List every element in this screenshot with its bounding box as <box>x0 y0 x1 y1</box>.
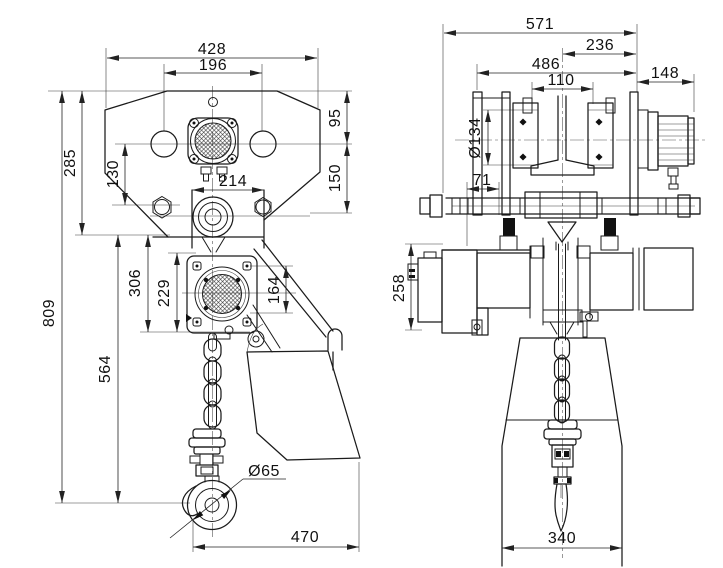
dim-71: 71 <box>473 172 492 189</box>
front-dimensions: 428 196 285 809 564 130 95 150 214 306 2… <box>41 41 359 550</box>
container-shackle <box>327 328 343 371</box>
fan-grille-top <box>194 122 232 160</box>
suspension-ring <box>192 196 234 238</box>
front-chain-container <box>246 239 361 461</box>
dim-214: 214 <box>219 173 247 190</box>
dim-428: 428 <box>198 41 226 58</box>
trolley-wheel-side-right <box>587 102 614 169</box>
eye-bolt <box>208 97 218 107</box>
rubber-buffer-right <box>604 218 616 236</box>
side-plate-right <box>629 91 639 216</box>
hex-bolt-right <box>254 196 272 218</box>
side-centerlines <box>405 24 705 558</box>
dim-95: 95 <box>327 109 344 128</box>
hex-bolt-left <box>152 195 172 219</box>
trolley-wheel-left <box>150 130 178 158</box>
dim-150: 150 <box>327 164 344 192</box>
cable-glands <box>200 166 228 182</box>
dim-196: 196 <box>199 57 227 74</box>
container-arm <box>253 239 334 338</box>
brake-box <box>417 257 443 323</box>
dim-65: Ø65 <box>248 463 280 480</box>
chain-guide-pulley <box>247 330 265 348</box>
crossbar-ticks <box>451 197 667 215</box>
dim-470: 470 <box>291 529 319 546</box>
dim-809: 809 <box>41 299 58 327</box>
dim-564: 564 <box>97 355 114 383</box>
dim-486: 486 <box>532 56 560 73</box>
dim-130: 130 <box>105 160 122 188</box>
chain-guide-tube <box>558 243 566 341</box>
dim-571: 571 <box>526 16 554 33</box>
i-beam-rail <box>530 95 595 176</box>
crossbar-nut-left <box>419 197 431 215</box>
suspension-lug <box>547 221 577 243</box>
side-view: 571 236 486 110 148 Ø134 71 258 340 <box>391 16 705 567</box>
dim-110: 110 <box>547 72 574 89</box>
side-hook-assembly <box>543 419 582 532</box>
fan-grille-body <box>202 274 242 314</box>
front-hoist-body <box>186 255 281 353</box>
dim-285: 285 <box>62 149 79 177</box>
limit-lever <box>246 304 281 353</box>
dim-148: 148 <box>651 65 679 82</box>
trolley-motor-side <box>647 111 695 190</box>
suspension-crossbar <box>419 191 701 251</box>
side-load-chain <box>553 336 571 424</box>
side-trolley <box>472 91 649 216</box>
body-cylinder-left <box>476 252 531 309</box>
body-cylinder-right <box>589 252 634 311</box>
front-view: 428 196 285 809 564 130 95 150 214 306 2… <box>41 41 361 552</box>
dim-236: 236 <box>586 37 614 54</box>
crossbar-nut-right <box>689 197 701 215</box>
trolley-wheel-side-left <box>512 102 539 169</box>
side-hoist-body <box>407 237 694 341</box>
dim-hook-diameter: Ø65 <box>169 463 286 539</box>
side-plate-left <box>472 91 483 216</box>
dim-306: 306 <box>127 269 144 297</box>
front-load-chain <box>203 332 222 430</box>
dim-229: 229 <box>156 279 173 307</box>
trolley-motor <box>187 117 239 182</box>
rubber-buffer-left <box>503 218 515 236</box>
dim-164: 164 <box>266 276 283 304</box>
dim-258: 258 <box>391 274 408 302</box>
trolley-wheel-right <box>249 130 277 158</box>
body-corner-screws <box>192 261 252 327</box>
hook-side <box>554 483 569 532</box>
hook-front <box>186 479 238 531</box>
motor-fins <box>658 123 694 161</box>
dim-134: Ø134 <box>467 117 484 158</box>
dim-340: 340 <box>548 530 576 547</box>
side-dimensions: 571 236 486 110 148 Ø134 71 258 340 <box>391 16 694 551</box>
front-hook-assembly <box>181 428 238 531</box>
front-suspension <box>152 195 272 253</box>
